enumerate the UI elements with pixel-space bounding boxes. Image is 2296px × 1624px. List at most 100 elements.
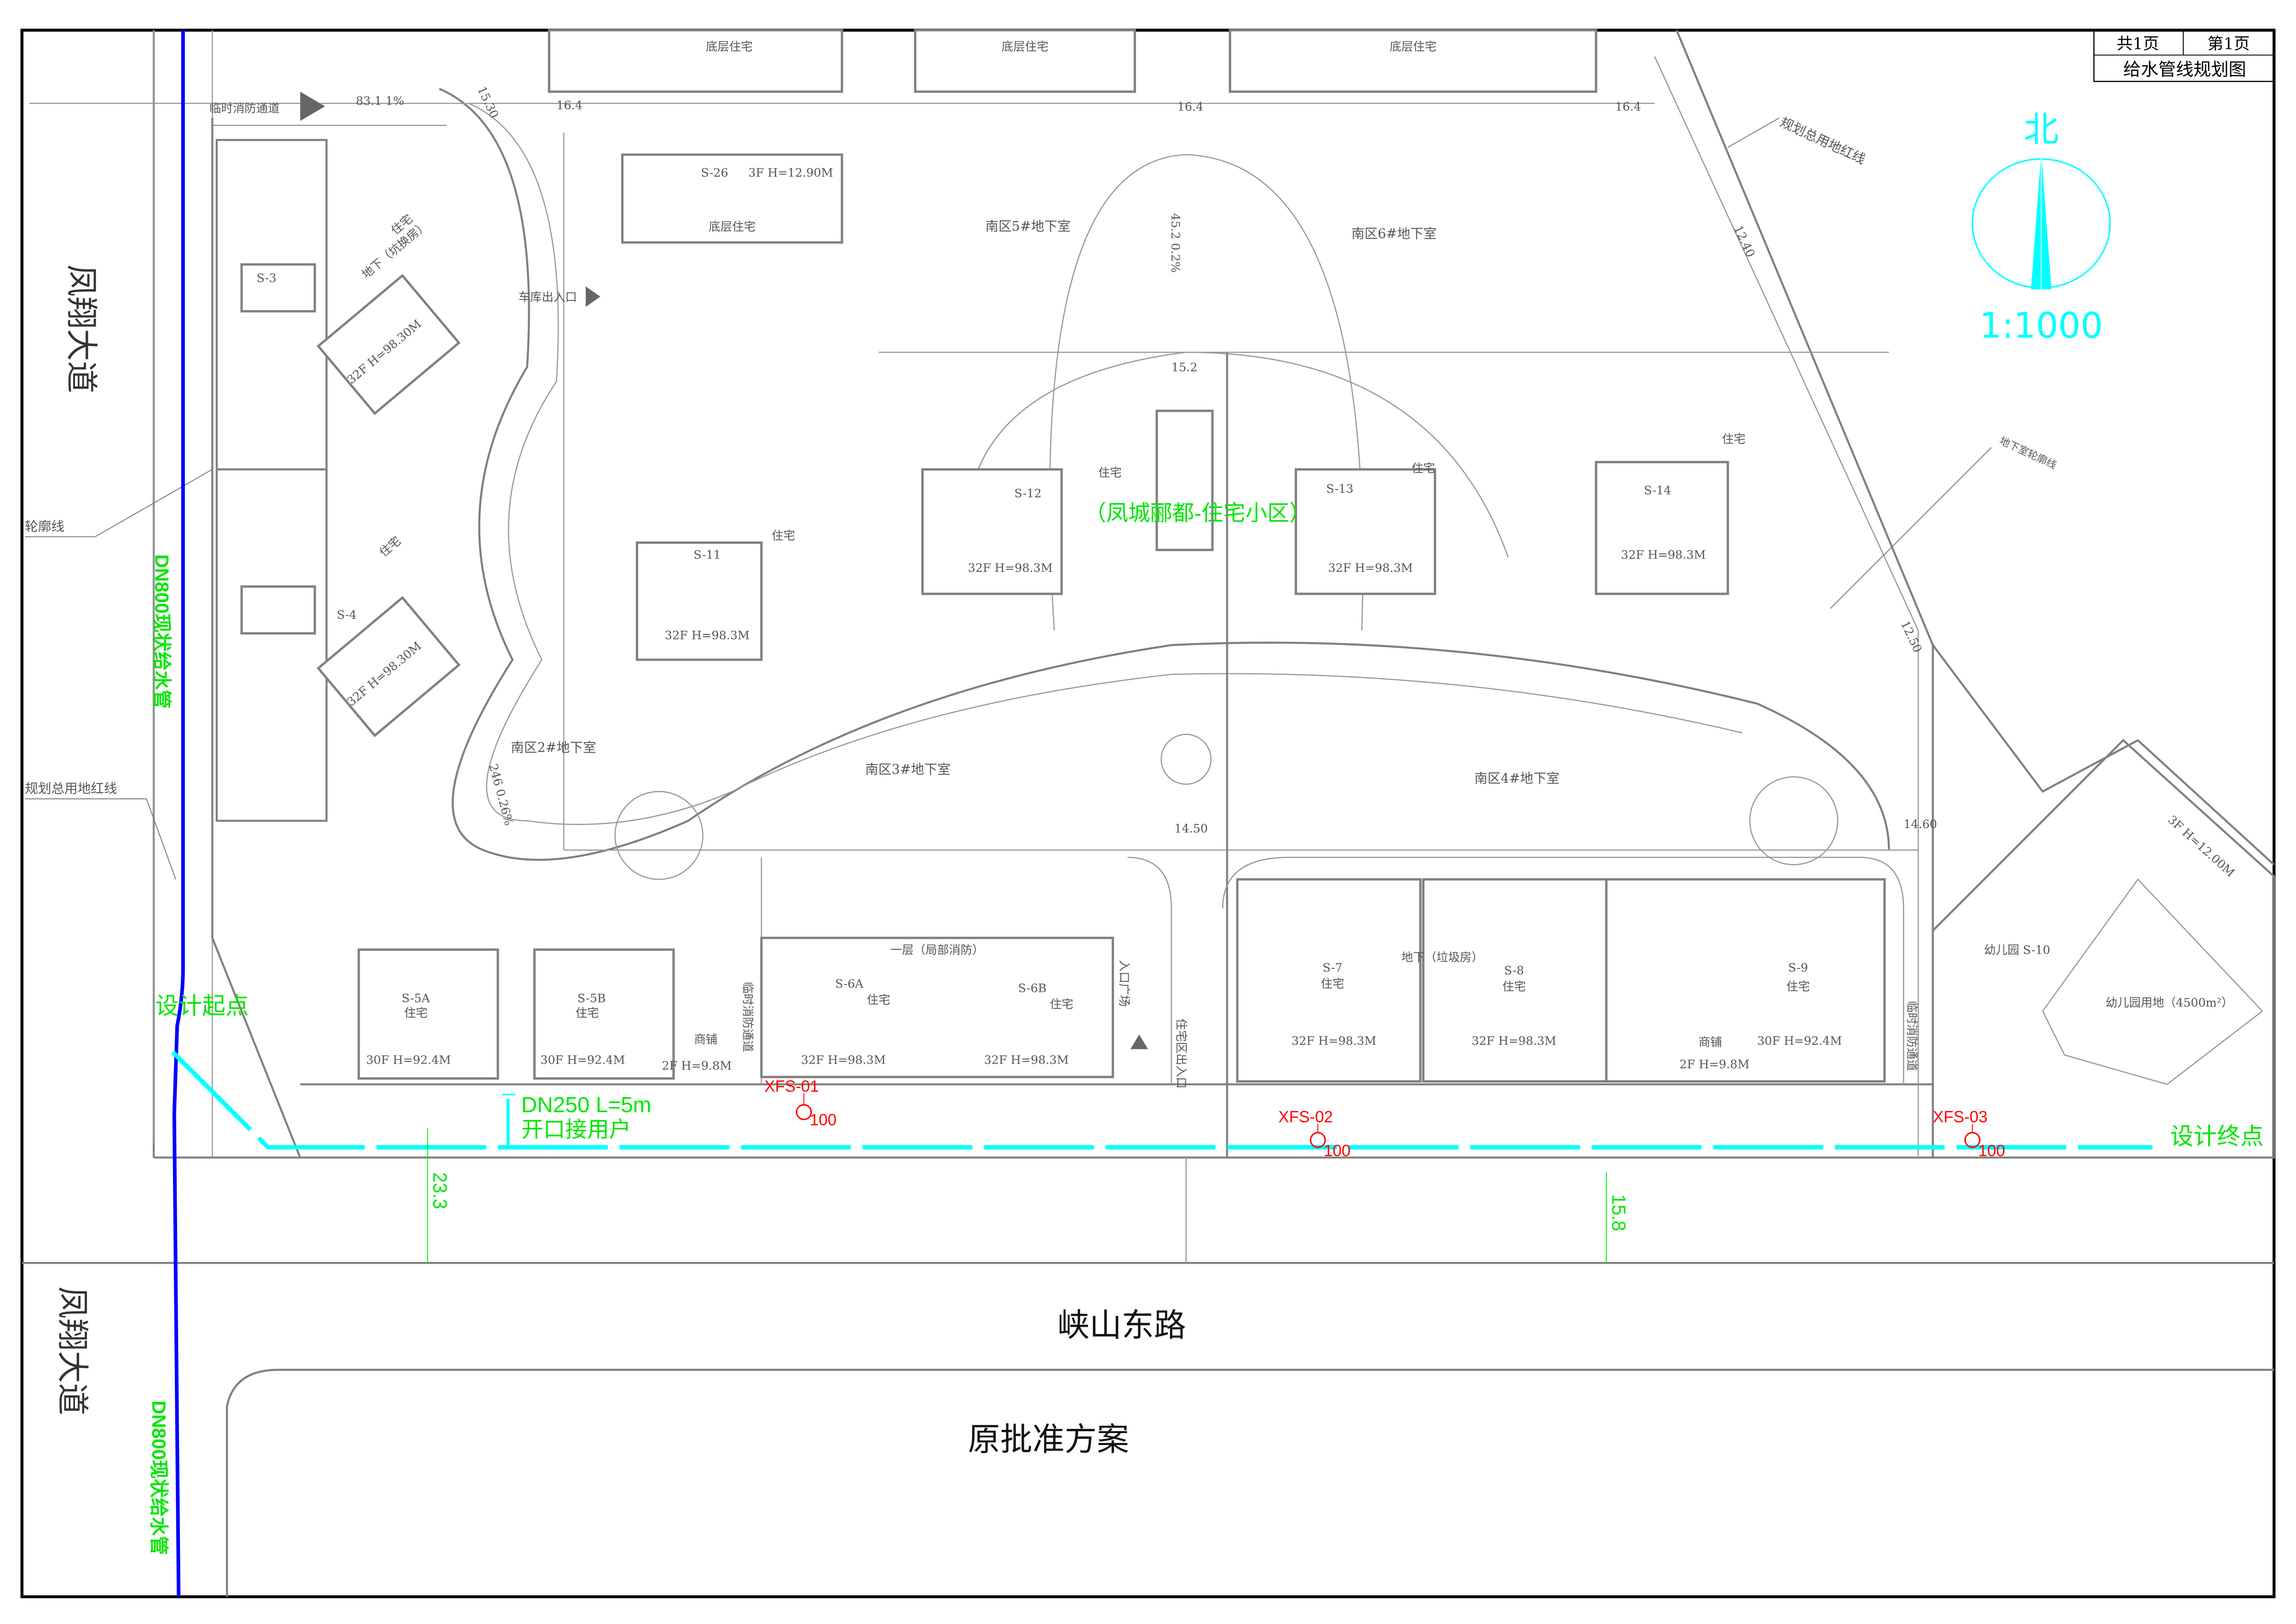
hydrant-id: XFS-03 [1933, 1108, 1988, 1126]
building-s26: S-26 [701, 166, 728, 180]
community-name: （凤城郦都-住宅小区） [1085, 501, 1311, 526]
building-s12: S-12 [1014, 487, 1041, 501]
building-s5a: S-5A [402, 992, 430, 1006]
fire-lane-label: 临时消防通道 [1905, 1001, 1919, 1071]
building-s7: S-7 [1322, 961, 1342, 975]
fire-lane-label: 临时消防通道 [209, 102, 280, 115]
lowrise-label: 底层住宅 [706, 40, 753, 54]
level-label: 15.2 [1171, 361, 1198, 374]
fire-lane-label: 临时消防通道 [741, 982, 755, 1052]
level-label: 16.4 [556, 98, 583, 112]
building-s14-height: 32F H=98.3M [1621, 548, 1706, 562]
lowrise-rows [548, 29, 1598, 244]
building-s9-use: 住宅 [1787, 980, 1810, 994]
ground-floor-note: 一层（局部消防） [890, 944, 984, 957]
scale-label: 1:1000 [1979, 305, 2103, 346]
red-line-label: 规划总用地红线 [25, 781, 117, 796]
building-s7-use: 住宅 [1321, 977, 1344, 991]
building-s4: S-4 [337, 608, 357, 622]
building-s9: S-9 [1788, 961, 1808, 975]
fire-hydrant-xfs-03[interactable]: XFS-03 100 [1933, 1108, 2005, 1160]
slope-label: 246 0.26% [486, 762, 516, 827]
hydrant-size: 100 [1978, 1142, 2005, 1160]
arrow-icon [300, 92, 325, 121]
entry-plaza-label: 入口广场 [1117, 960, 1131, 1007]
level-label: 16.4 [1177, 100, 1204, 114]
dimension-label: 23.3 [429, 1172, 450, 1209]
shop-label: 商铺 [1699, 1036, 1722, 1049]
building-s11: S-11 [693, 548, 721, 562]
north-label: 北 [2024, 109, 2059, 150]
fire-hydrant-xfs-01[interactable]: XFS-01 100 [764, 1077, 836, 1129]
level-label: 15.30 [474, 84, 501, 121]
drawing-frame [20, 29, 2276, 1598]
building-s6a-height: 32F H=98.3M [801, 1053, 886, 1067]
building-s11-use: 住宅 [772, 529, 795, 543]
building-s5b-height: 30F H=92.4M [540, 1053, 625, 1067]
building-s4-use: 住宅 [377, 534, 404, 560]
red-line-label: 规划总用地红线 [1778, 114, 1868, 167]
building-s14-use: 住宅 [1722, 432, 1746, 446]
road-label-west: 凤翔大道 [54, 1286, 92, 1415]
shop-label: 商铺 [694, 1033, 717, 1047]
building-s5a-use: 住宅 [404, 1007, 427, 1020]
design-start-label: 设计起点 [155, 993, 249, 1019]
level-label: 16.4 [1615, 100, 1641, 114]
level-label: 14.60 [1904, 818, 1937, 831]
branch-size-label: DN250 L=5m [521, 1093, 651, 1117]
basement-label: 南区5#地下室 [985, 219, 1070, 234]
garage-entry-label: 车库出入口 [519, 290, 577, 304]
base-linework [22, 29, 2275, 1597]
basement-label: 南区3#地下室 [865, 761, 950, 777]
arrow-icon [585, 286, 600, 307]
building-s8-use: 住宅 [1502, 980, 1526, 994]
approved-plan-label: 原批准方案 [968, 1421, 1129, 1458]
kindergarten-height: 3F H=12.00M [2165, 813, 2237, 880]
building-s14: S-14 [1644, 484, 1671, 497]
building-s9-height: 30F H=92.4M [1757, 1034, 1842, 1048]
title-block: 共1页 第1页 给水管线规划图 [2093, 29, 2275, 82]
lowrise-label: 底层住宅 [709, 220, 756, 234]
basement-label: 南区6#地下室 [1351, 226, 1436, 242]
building-s7-height: 32F H=98.3M [1292, 1034, 1376, 1048]
design-end-label: 设计终点 [2170, 1123, 2264, 1149]
shop-height: 2F H=9.8M [662, 1059, 732, 1073]
building-s6a-use: 住宅 [867, 993, 890, 1007]
building-s8-height: 32F H=98.3M [1471, 1034, 1556, 1048]
lowrise-label: 底层住宅 [1390, 40, 1436, 54]
residential-entry-label: 住宅区出入口 [1174, 1019, 1188, 1089]
building-s12-use: 住宅 [1098, 466, 1122, 480]
building-s3: S-3 [257, 271, 277, 285]
building-s5b: S-5B [577, 992, 606, 1006]
north-arrow-icon [1972, 153, 2111, 289]
shop-height: 2F H=9.8M [1679, 1058, 1749, 1071]
slope-label: 45.2 0.2% [1168, 213, 1182, 272]
level-label: 12.40 [1731, 224, 1758, 260]
existing-main-label: DN800现状给水管 [151, 554, 172, 709]
drawing-title: 给水管线规划图 [2123, 60, 2246, 80]
building-s6a: S-6A [835, 977, 864, 991]
building-s13-use: 住宅 [1412, 462, 1435, 476]
basement-outline-label: 地下室轮廓线 [1997, 435, 2058, 472]
fire-hydrant-xfs-02[interactable]: XFS-02 100 [1278, 1108, 1350, 1160]
building-s10: 幼儿园 S-10 [1984, 944, 2050, 957]
existing-main-pipe [172, 30, 185, 1597]
total-pages: 共1页 [2117, 35, 2159, 53]
hydrant-size: 100 [810, 1111, 836, 1129]
kindergarten-site: 幼儿园用地（4500m²） [2106, 996, 2233, 1010]
road-label-west: 凤翔大道 [63, 265, 100, 393]
building-s8: S-8 [1504, 964, 1524, 978]
building-s5b-use: 住宅 [576, 1007, 599, 1020]
building-s12-height: 32F H=98.3M [968, 561, 1053, 575]
hydrant-id: XFS-02 [1278, 1108, 1333, 1126]
hydrant-id: XFS-01 [764, 1077, 819, 1095]
basement-label: 南区2#地下室 [511, 740, 596, 755]
towers [240, 263, 1886, 1083]
hydrant-icon [1964, 1132, 1981, 1148]
level-label: 14.50 [1174, 822, 1208, 836]
hydrant-size: 100 [1324, 1142, 1350, 1160]
building-s13-height: 32F H=98.3M [1328, 561, 1413, 575]
building-s6b-use: 住宅 [1050, 997, 1073, 1011]
building-s6b: S-6B [1018, 981, 1047, 995]
